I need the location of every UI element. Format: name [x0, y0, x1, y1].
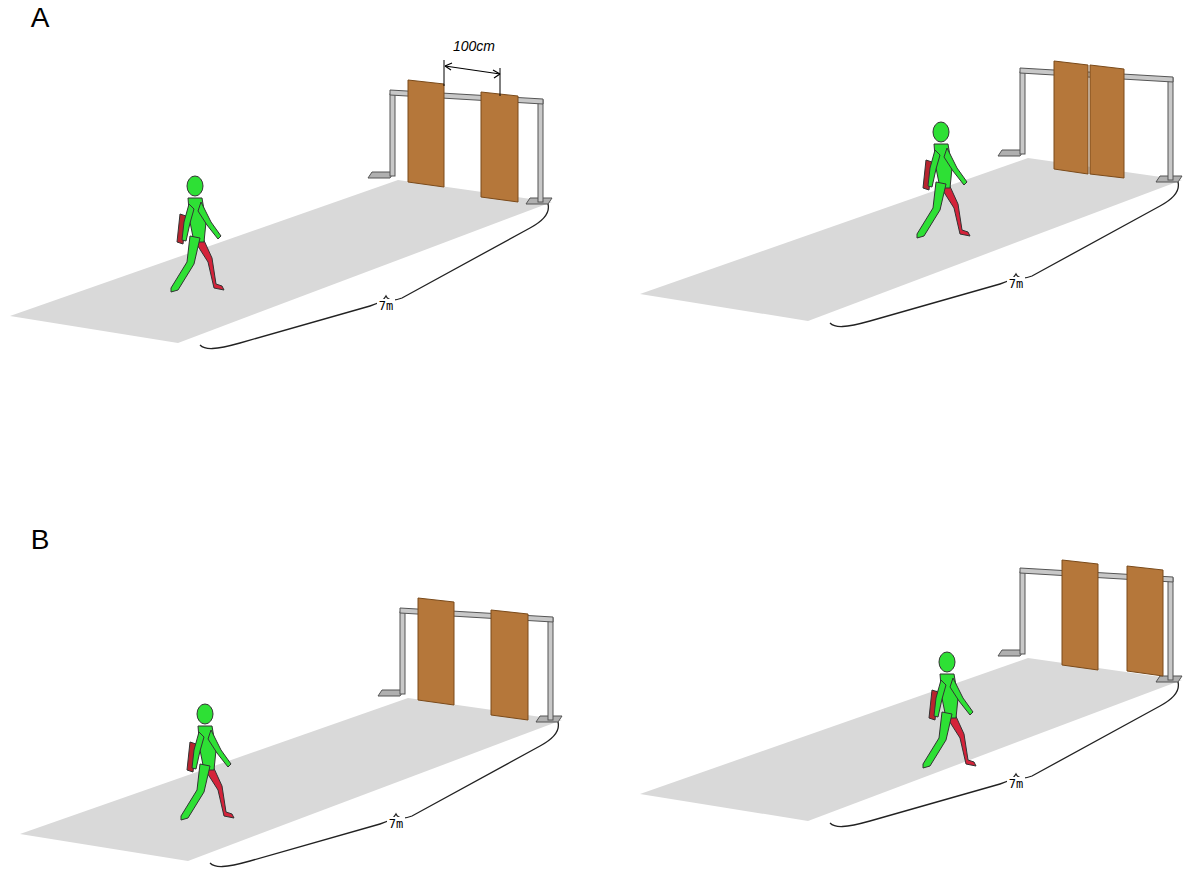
door-panel	[481, 92, 518, 202]
panel-a-open	[10, 60, 552, 349]
dimension-label: 7m	[1007, 777, 1025, 791]
door-panel	[408, 80, 444, 187]
panel-b-right	[640, 560, 1182, 827]
panel-letter: A	[29, 3, 52, 33]
dimension-label: 7m	[377, 299, 395, 313]
panel-a-closed	[640, 61, 1182, 327]
dimension-label: 7m	[1007, 277, 1025, 291]
dimension-label: 7m	[387, 817, 405, 831]
dimension-label: 100cm	[451, 38, 497, 54]
panel-b-left	[20, 598, 562, 867]
panel-letter: B	[29, 525, 52, 555]
